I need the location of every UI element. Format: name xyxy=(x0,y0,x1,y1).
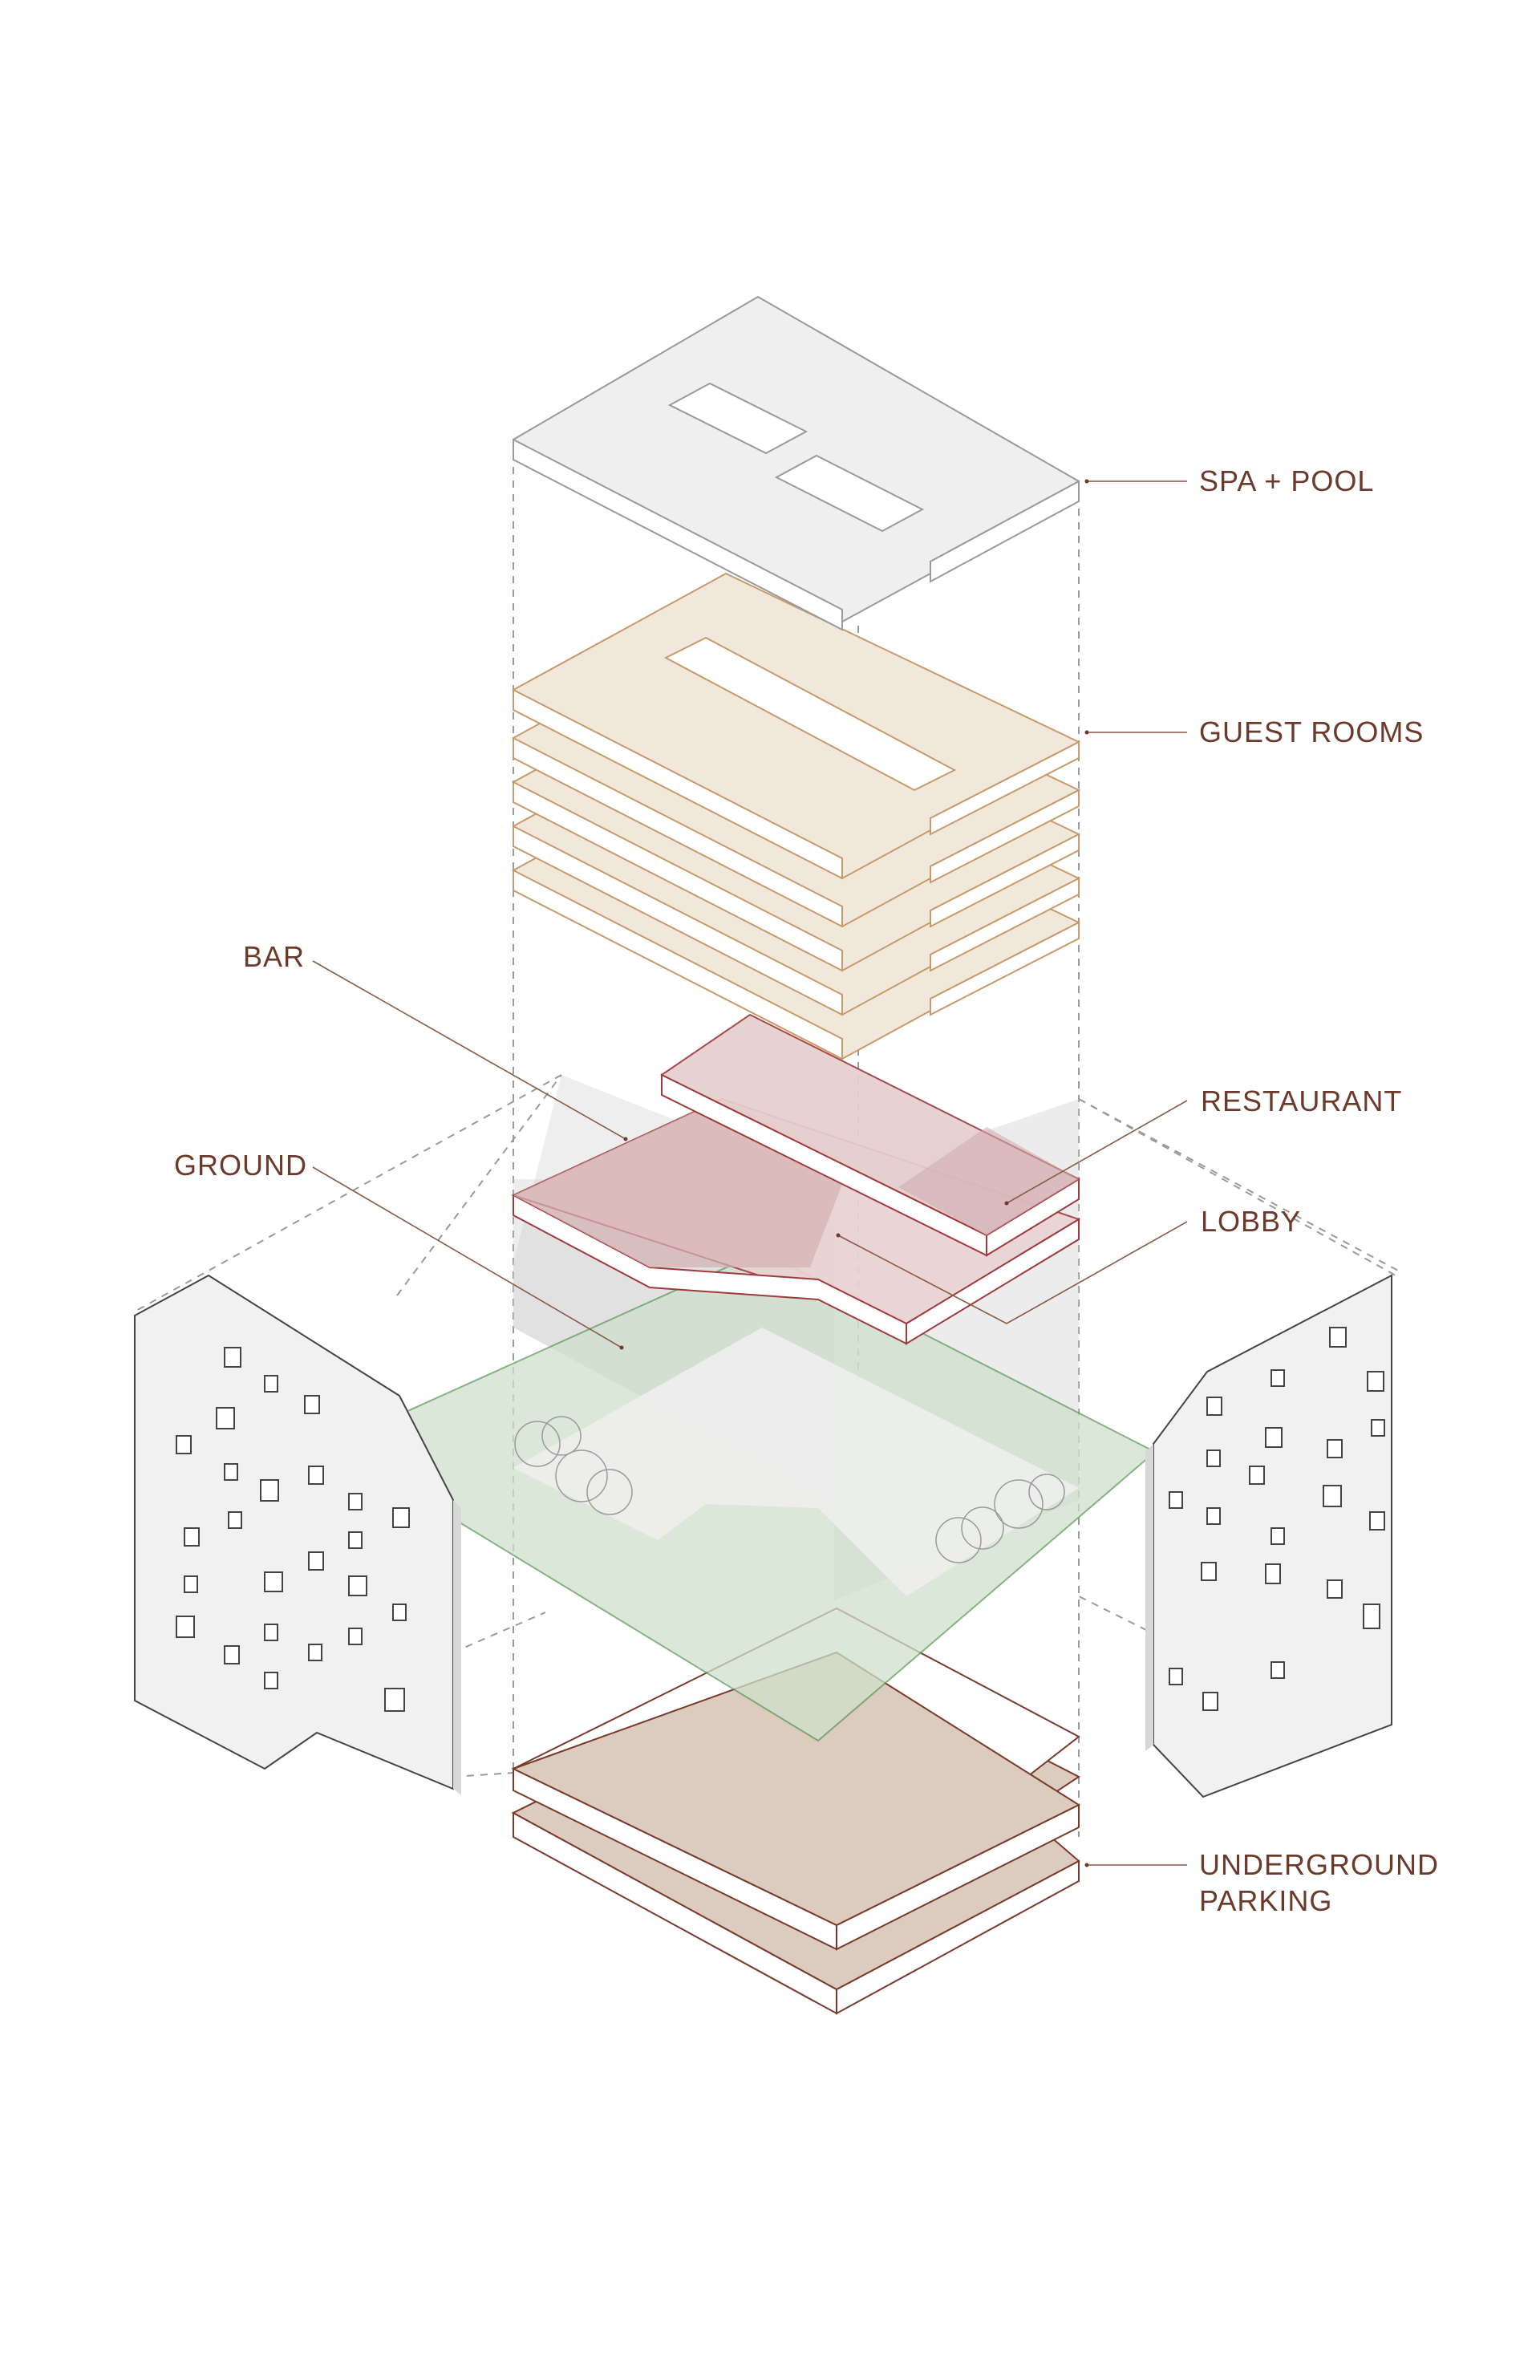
window-icon xyxy=(176,1347,410,1712)
label-parking: PARKING xyxy=(1199,1884,1332,1917)
label-underground: UNDERGROUND xyxy=(1199,1848,1439,1881)
label-bar: BAR xyxy=(243,940,305,973)
leader-lines xyxy=(312,479,1188,1867)
tree-icon xyxy=(514,1416,1065,1563)
label-ground: GROUND xyxy=(174,1149,307,1182)
label-restaurant: RESTAURANT xyxy=(1201,1085,1402,1117)
right-facade xyxy=(1145,1274,1392,1798)
label-guest-rooms: GUEST ROOMS xyxy=(1199,716,1424,748)
spa-pool-slab xyxy=(513,295,1081,631)
labels: SPA + POOL GUEST ROOMS BAR RESTAURANT GR… xyxy=(174,464,1439,1917)
label-lobby: LOBBY xyxy=(1201,1205,1301,1238)
window-icon xyxy=(1169,1327,1385,1711)
guest-room-slabs xyxy=(511,572,1081,1060)
left-facade xyxy=(134,1274,461,1795)
ground-plane xyxy=(395,1250,1157,1742)
label-spa-pool: SPA + POOL xyxy=(1199,464,1374,497)
restaurant-slab xyxy=(660,1013,1081,1257)
underground-parking-slabs xyxy=(511,1607,1081,2015)
